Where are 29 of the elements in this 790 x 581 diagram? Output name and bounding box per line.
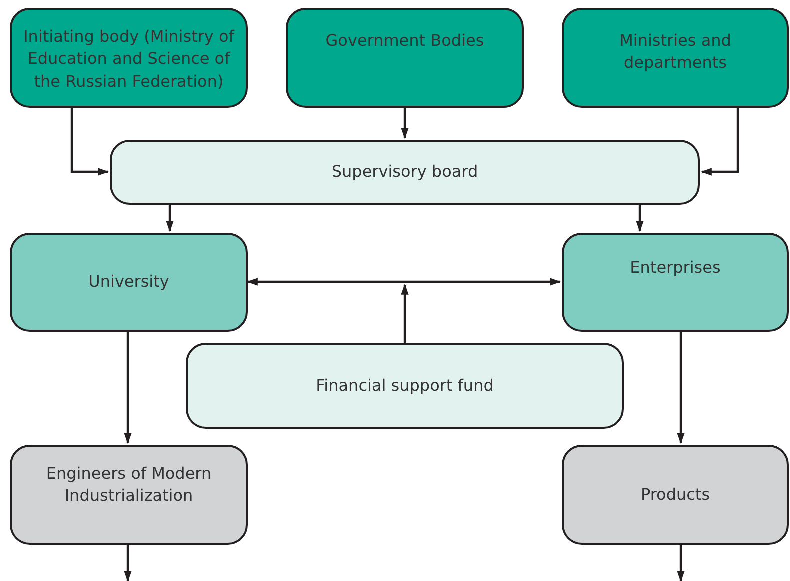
- arrow: [124, 545, 132, 581]
- arrow: [124, 332, 132, 444]
- arrow: [677, 332, 685, 444]
- box-label: Government Bodies: [326, 30, 484, 52]
- rounded-box: [10, 445, 248, 545]
- arrow: [401, 108, 409, 140]
- arrow: [636, 205, 644, 232]
- rounded-box: [10, 8, 248, 108]
- rounded-box: [10, 233, 248, 332]
- box-label: Initiating body (Ministry of Education and Science of the Russian Federation): [22, 26, 236, 93]
- box-label: Supervisory board: [332, 161, 478, 184]
- box-label: Engineers of Modern Industrialization: [45, 463, 213, 508]
- box-label: Enterprises: [630, 257, 721, 279]
- arrow: [677, 545, 685, 581]
- rounded-box: [110, 140, 700, 205]
- rounded-box: [562, 233, 789, 332]
- box-label: Financial support fund: [316, 374, 494, 397]
- box-label: Ministries and departments: [618, 30, 732, 74]
- arrow: [401, 284, 409, 343]
- arrow: [246, 278, 562, 286]
- box-label: University: [88, 271, 170, 294]
- rounded-box: [562, 8, 789, 108]
- arrow: [166, 205, 174, 232]
- rounded-box: [562, 445, 789, 545]
- rounded-box: [286, 8, 524, 108]
- arrow: [70, 108, 110, 176]
- arrow: [700, 108, 740, 176]
- box-label: Products: [640, 484, 710, 506]
- rounded-box: [186, 343, 624, 429]
